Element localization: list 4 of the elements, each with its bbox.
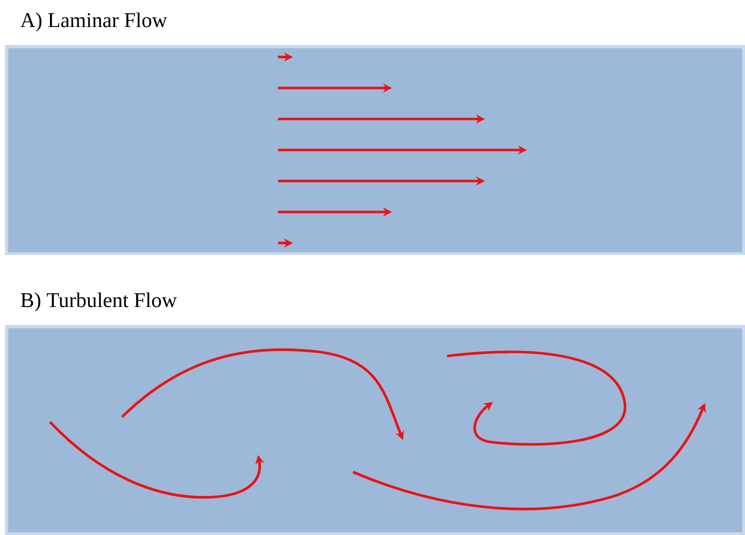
panel-heading: B) Turbulent Flow (20, 292, 177, 312)
flow-channel (5, 12, 745, 255)
flow-channel (5, 292, 745, 535)
panel-heading: A) Laminar Flow (20, 12, 168, 32)
